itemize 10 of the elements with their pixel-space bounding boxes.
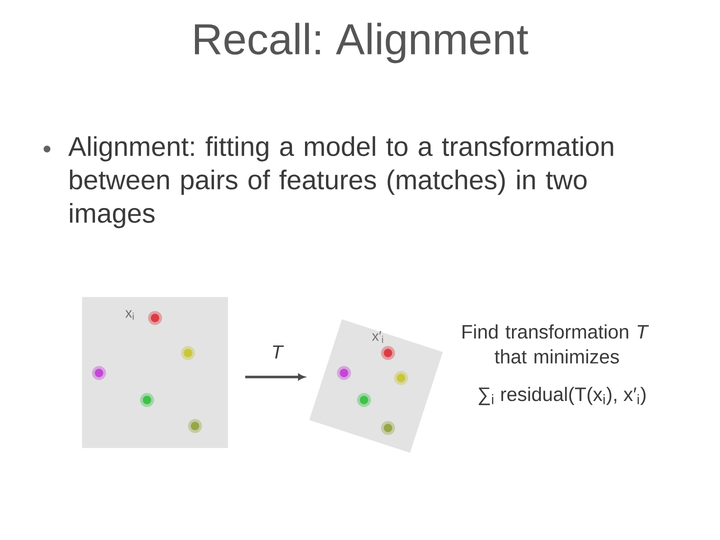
bullet-text: Alignment: fitting a model to a transformation between pairs of features (matches) in two images: [68, 136, 614, 228]
formula: ∑$_{i}$ residual(T(x$_{i}$), x′$_{i}$): [478, 386, 646, 406]
point-label: x′$_{i}$: [372, 331, 383, 343]
slide-title: Recall: Alignment: [194, 22, 528, 64]
image-panel: [82, 297, 228, 448]
note-text: Find transformation T that minimizes: [462, 324, 649, 364]
point-label: x$_{i}$: [125, 310, 134, 320]
edge-label: T: [270, 344, 284, 360]
image-panel: [309, 319, 443, 453]
arrow: [245, 374, 305, 380]
